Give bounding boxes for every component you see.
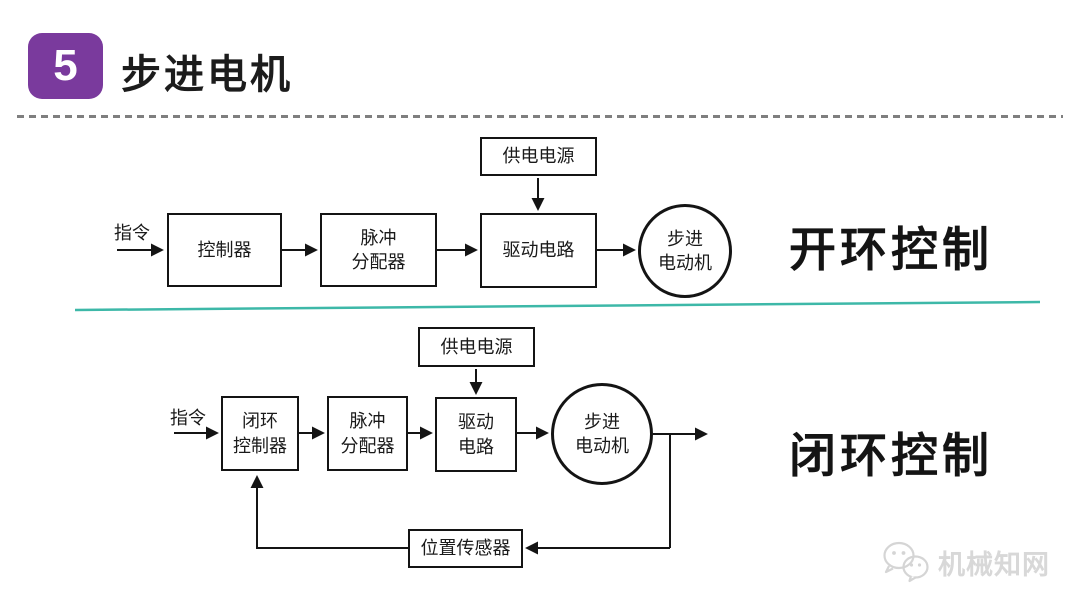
open-loop-power-supply-box: 供电电源 [480,137,597,176]
arrow-sensor-to-controller [250,475,408,549]
header-dashed-divider [17,115,1063,118]
open-loop-drive-circuit-box: 驱动电路 [480,213,597,288]
closed-loop-pulse-distributor-box: 脉冲 分配器 [327,396,408,471]
closed-loop-controller-box: 闭环 控制器 [221,396,299,471]
closed-loop-stepper-motor-circle: 步进 电动机 [551,383,653,485]
open-loop-command-label: 指令 [114,223,150,243]
open-loop-controller-box: 控制器 [167,213,282,287]
teal-separator-line [74,300,1041,312]
closed-loop-command-label: 指令 [170,408,206,428]
closed-loop-drive-circuit-box: 驱动 电路 [435,397,517,472]
open-loop-pulse-distributor-box: 脉冲 分配器 [320,213,437,287]
section-number-badge: 5 [28,33,103,99]
watermark-text: 机械知网 [938,549,1050,580]
wechat-icon [883,541,929,583]
page-title: 步进电机 [121,53,293,97]
closed-loop-power-supply-box: 供电电源 [418,327,535,367]
watermark: 机械知网 [880,540,1050,584]
open-loop-stepper-motor-circle: 步进 电动机 [638,204,732,298]
position-sensor-box: 位置传感器 [408,529,523,568]
section-number: 5 [53,41,78,90]
closed-loop-section-label: 闭环控制 [789,429,993,482]
open-loop-section-label: 开环控制 [789,223,993,276]
